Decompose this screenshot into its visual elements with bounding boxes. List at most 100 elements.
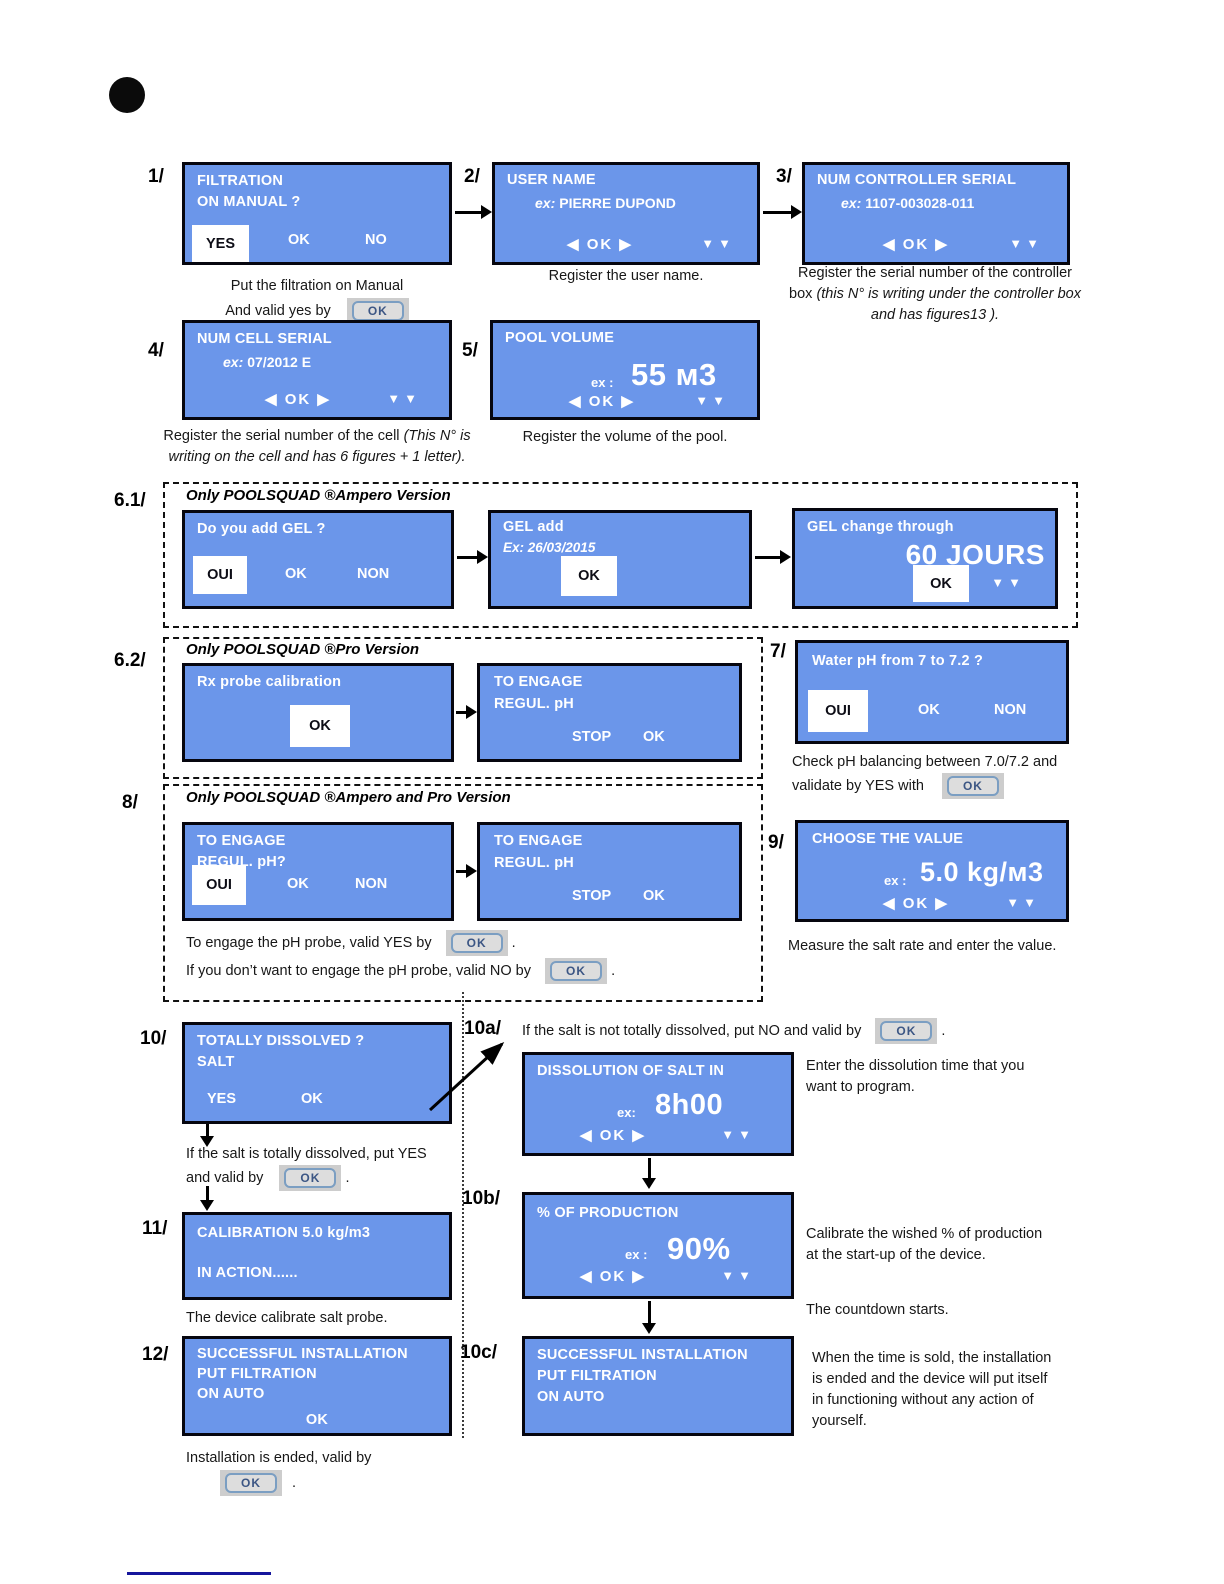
screen-line: CHOOSE THE VALUE	[812, 831, 964, 847]
arrow-10-caption	[200, 1124, 214, 1147]
example-value: 1107-003028-011	[865, 195, 975, 211]
screen-line: ON MANUAL ?	[197, 194, 301, 210]
caption-line: Calibrate the wished % of production	[806, 1226, 1043, 1242]
down-arrows: ▼▼	[701, 236, 735, 251]
screen-line: Rx probe calibration	[197, 674, 342, 690]
nav-ok-arrows: ◀ OK ▶	[265, 391, 331, 408]
ok-button-image: OK	[220, 1470, 282, 1496]
example-label: ex :	[625, 1247, 648, 1262]
screen-gel-add: GEL add Ex: 26/03/2015 OK	[488, 510, 752, 609]
footer-line	[127, 1572, 271, 1575]
step-label-10: 10/	[140, 1028, 167, 1049]
caption-line: Put the filtration on Manual	[230, 278, 404, 294]
screen-line: GEL add	[503, 519, 564, 535]
caption-line: And valid yes by OK	[182, 298, 452, 324]
caption-text: .	[292, 1474, 297, 1491]
screen-success-left: SUCCESSFUL INSTALLATION PUT FILTRATION O…	[182, 1336, 452, 1436]
side-text-10b: Calibrate the wished % of production at …	[806, 1224, 1096, 1266]
screen-line: GEL change through	[807, 519, 954, 535]
oui-chip: OUI	[193, 556, 247, 594]
screen-line: ON AUTO	[197, 1386, 265, 1402]
screen-filtration: FILTRATION ON MANUAL ? YES OK NO	[182, 162, 452, 265]
screen-add-gel: Do you add GEL ? OUI OK NON	[182, 510, 454, 609]
ok-option: OK	[301, 1091, 323, 1107]
screen-cell-serial: NUM CELL SERIAL ex:07/2012 E ◀ OK ▶ ▼▼	[182, 320, 452, 420]
caption-line: is ended and the device will put itself	[812, 1371, 1048, 1387]
down-arrows: ▼▼	[1009, 236, 1043, 251]
caption-line: at the start-up of the device.	[806, 1247, 986, 1263]
screen-value: 60 JOURS	[905, 539, 1045, 570]
caption-text: Register the serial number of the cell	[163, 428, 404, 444]
group-6-2-frame	[163, 637, 763, 779]
caption-group8-line1: To engage the pH probe, valid YES by OK …	[186, 930, 516, 956]
caption-step10a-intro: If the salt is not totally dissolved, pu…	[522, 1018, 945, 1044]
screen-line: TO ENGAGE	[494, 674, 583, 690]
arrow-10a-10b	[642, 1158, 656, 1189]
screen-value: 8h00	[655, 1089, 724, 1121]
ok-button-label: OK	[284, 1168, 337, 1188]
ok-button-image: OK	[875, 1018, 938, 1044]
screen-line: ON AUTO	[537, 1389, 605, 1405]
non-option: NON	[355, 876, 388, 892]
screen-salt-dissolved: TOTALLY DISSOLVED ? SALT YES OK	[182, 1022, 452, 1124]
caption-text-italic: (This N° is writing on the cell and has …	[168, 428, 471, 465]
ok-button-label: OK	[450, 933, 503, 953]
caption-step2: Register the user name.	[548, 268, 704, 284]
screen-line: IN ACTION......	[197, 1265, 298, 1281]
down-arrows: ▼▼	[991, 575, 1025, 590]
screen-line: NUM CONTROLLER SERIAL	[817, 172, 1017, 188]
ok-button-image: OK	[545, 958, 608, 984]
ok-chip: OK	[913, 565, 969, 602]
group-6-2-title: Only POOLSQUAD ®Pro Version	[186, 641, 420, 658]
ok-button-image: OK	[346, 298, 409, 324]
step-label-6-1: 6.1/	[114, 490, 146, 511]
screen-engage-ph-stop: TO ENGAGE REGUL. pH STOP OK	[477, 822, 742, 921]
nav-ok-arrows: ◀ OK ▶	[883, 895, 949, 912]
ok-button-label: OK	[550, 961, 603, 981]
arrow-1-2	[455, 205, 492, 219]
screen-value: 55 м3	[631, 357, 717, 392]
non-option: NON	[994, 702, 1027, 718]
ok-option: OK	[288, 232, 310, 248]
screen-line: % OF PRODUCTION	[537, 1205, 679, 1221]
ok-button-label: OK	[351, 301, 404, 321]
step-label-1: 1/	[148, 166, 164, 187]
screen-rx-probe: Rx probe calibration OK	[182, 663, 454, 762]
group-6-1-title: Only POOLSQUAD ®Ampero Version	[186, 487, 451, 504]
screen-line: TO ENGAGE	[494, 833, 583, 849]
screen-line: PUT FILTRATION	[537, 1368, 657, 1384]
screen-controller-serial: NUM CONTROLLER SERIAL ex:1107-003028-011…	[802, 162, 1070, 265]
caption-text: .	[511, 934, 516, 951]
side-text-10a: Enter the dissolution time that you want…	[806, 1056, 1056, 1098]
screen-line: NUM CELL SERIAL	[197, 331, 332, 347]
screen-line: Water pH from 7 to 7.2 ?	[812, 653, 984, 669]
caption-step10: If the salt is totally dissolved, put YE…	[186, 1144, 427, 1191]
screen-gel-change: GEL change through 60 JOURS OK ▼▼	[792, 508, 1058, 609]
caption-step11: The device calibrate salt probe.	[186, 1310, 388, 1326]
screen-line: REGUL. pH	[494, 696, 574, 712]
caption-text-italic: (this N° is writing under the controller…	[816, 286, 1081, 323]
column-divider	[462, 992, 464, 1438]
caption-text: If you don’t want to engage the pH probe…	[186, 962, 531, 979]
screen-value: 90%	[667, 1231, 731, 1266]
caption-line: validate by YES with OK	[792, 773, 1092, 799]
down-arrows: ▼▼	[387, 391, 421, 406]
ok-button-label: OK	[946, 776, 999, 796]
arrow-62a-62b	[456, 705, 477, 719]
example-value: Ex: 26/03/2015	[503, 540, 596, 555]
screen-user-name: USER NAME ex:PIERRE DUPOND ◀ OK ▶ ▼▼	[492, 162, 760, 265]
caption-step9: Measure the salt rate and enter the valu…	[788, 938, 1057, 954]
caption-line: When the time is sold, the installation	[812, 1350, 1052, 1366]
down-arrows: ▼▼	[695, 393, 729, 408]
caption-step3: Register the serial number of the contro…	[786, 263, 1084, 326]
ok-option: OK	[643, 888, 665, 904]
example-label: ex:	[223, 354, 244, 370]
ok-chip: OK	[561, 556, 617, 596]
stop-option: STOP	[572, 888, 612, 904]
ok-option: OK	[285, 566, 307, 582]
ok-button-image: OK	[279, 1165, 342, 1191]
screen-line: TOTALLY DISSOLVED ?	[197, 1033, 365, 1049]
screen-water-ph: Water pH from 7 to 7.2 ? OUI OK NON	[795, 640, 1069, 744]
example-label: ex :	[884, 873, 907, 888]
caption-step12: Installation is ended, valid by	[186, 1450, 372, 1466]
